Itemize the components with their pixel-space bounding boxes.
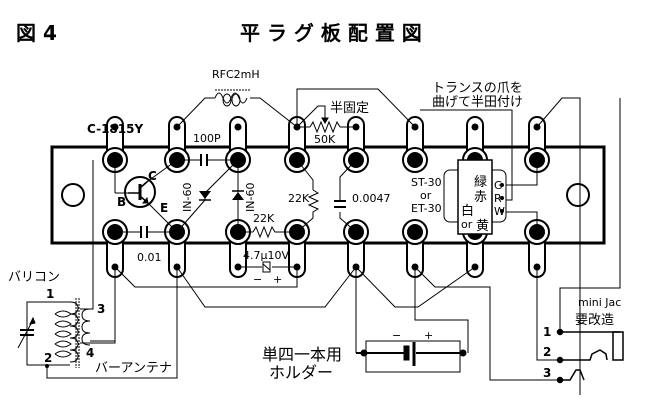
transformer-model-3: ET-30 bbox=[411, 202, 442, 215]
figure-title: 平 ラ グ 板 配 置 図 bbox=[240, 21, 422, 45]
lug-terminal-top-2 bbox=[164, 116, 190, 173]
trimmer-50k bbox=[309, 117, 341, 134]
diode-left bbox=[199, 191, 211, 201]
trimmer-label: 50K bbox=[314, 133, 336, 146]
mount-hole-right bbox=[566, 183, 590, 207]
lug-terminal-bottom-3 bbox=[225, 219, 251, 278]
transformer-color-yellow: 黄 bbox=[476, 219, 489, 234]
battery-holder-label-1: 単四一本用 bbox=[262, 345, 342, 364]
resistor-22k-bottom-label: 22K bbox=[253, 212, 275, 225]
lug-terminal-top-5 bbox=[343, 116, 369, 173]
transformer-pin-w: W bbox=[494, 205, 505, 218]
cap-001-label: 0.01 bbox=[137, 251, 162, 264]
antenna-pin-3: 3 bbox=[97, 302, 105, 316]
wires bbox=[46, 88, 621, 395]
diode-right bbox=[232, 190, 244, 200]
jack-pin-3: 3 bbox=[543, 366, 551, 380]
antenna-pin-2: 2 bbox=[44, 351, 52, 365]
transformer-pin-g: G bbox=[494, 179, 503, 192]
mount-hole-left bbox=[61, 183, 85, 207]
transformer-note-1: トランスの爪を bbox=[432, 81, 523, 96]
lug-terminal-bottom-2 bbox=[164, 219, 190, 278]
lug-board bbox=[50, 145, 606, 245]
battery-holder bbox=[356, 340, 467, 373]
trimmer-note: 半固定 bbox=[330, 101, 369, 116]
cap-0047 bbox=[334, 200, 346, 208]
transformer-model-2: or bbox=[420, 189, 432, 202]
transistor-pin-c: C bbox=[148, 169, 157, 183]
battery-minus: − bbox=[392, 329, 401, 342]
antenna-pin-4: 4 bbox=[86, 346, 94, 360]
mini-jack-label-2: 要改造 bbox=[575, 313, 614, 328]
diode-left-label: IN-60 bbox=[181, 183, 194, 212]
electrolytic-cap bbox=[262, 261, 271, 273]
figure-number: 図 4 bbox=[16, 21, 57, 45]
mini-jack-label-1: mini Jac bbox=[578, 296, 621, 309]
varicon-label: バリコン bbox=[8, 270, 60, 285]
bar-antenna-label: バーアンテナ bbox=[95, 361, 172, 376]
rfc-label: RFC2mH bbox=[212, 68, 260, 81]
rfc-choke bbox=[214, 89, 250, 107]
transistor-c1815 bbox=[124, 176, 156, 208]
mini-jack bbox=[556, 328, 624, 384]
lug-terminal-bottom-6 bbox=[402, 219, 428, 278]
transformer-model-1: ST-30 bbox=[411, 176, 442, 189]
battery-holder-label-2: ホルダー bbox=[269, 363, 333, 382]
antenna-pin-1: 1 bbox=[46, 287, 54, 301]
transformer-color-or: or bbox=[461, 218, 473, 231]
transformer-color-white: 白 bbox=[461, 203, 474, 219]
bar-antenna bbox=[45, 298, 115, 368]
jack-pin-2: 2 bbox=[543, 345, 551, 359]
transistor-pin-b: B bbox=[117, 195, 126, 209]
lug-terminal-top-6 bbox=[402, 116, 428, 173]
cap-001 bbox=[140, 226, 148, 238]
cap-100p bbox=[200, 154, 208, 166]
diode-right-label: IN-60 bbox=[244, 183, 257, 212]
electrolytic-label: 4.7μ10V bbox=[243, 249, 289, 262]
transformer-color-red: 赤 bbox=[474, 190, 487, 205]
transistor-pin-e: E bbox=[160, 201, 168, 215]
electrolytic-plus: + bbox=[273, 273, 282, 286]
resistor-22k-mid-label: 22K bbox=[288, 192, 310, 205]
transformer bbox=[443, 159, 507, 235]
electrolytic-minus: − bbox=[253, 273, 262, 286]
transformer-note-2: 曲げて半田付け bbox=[432, 95, 523, 110]
resistor-22k-bottom bbox=[252, 225, 278, 239]
resistor-22k-mid bbox=[307, 189, 320, 215]
transistor-label: C-1815Y bbox=[87, 122, 143, 136]
battery-plus: + bbox=[424, 329, 433, 342]
transformer-color-green: 緑 bbox=[474, 175, 487, 190]
cap-100p-label: 100P bbox=[193, 132, 221, 145]
jack-pin-1: 1 bbox=[543, 325, 551, 339]
transformer-pin-r: R bbox=[494, 192, 502, 205]
cap-0047-label: 0.0047 bbox=[352, 192, 391, 205]
